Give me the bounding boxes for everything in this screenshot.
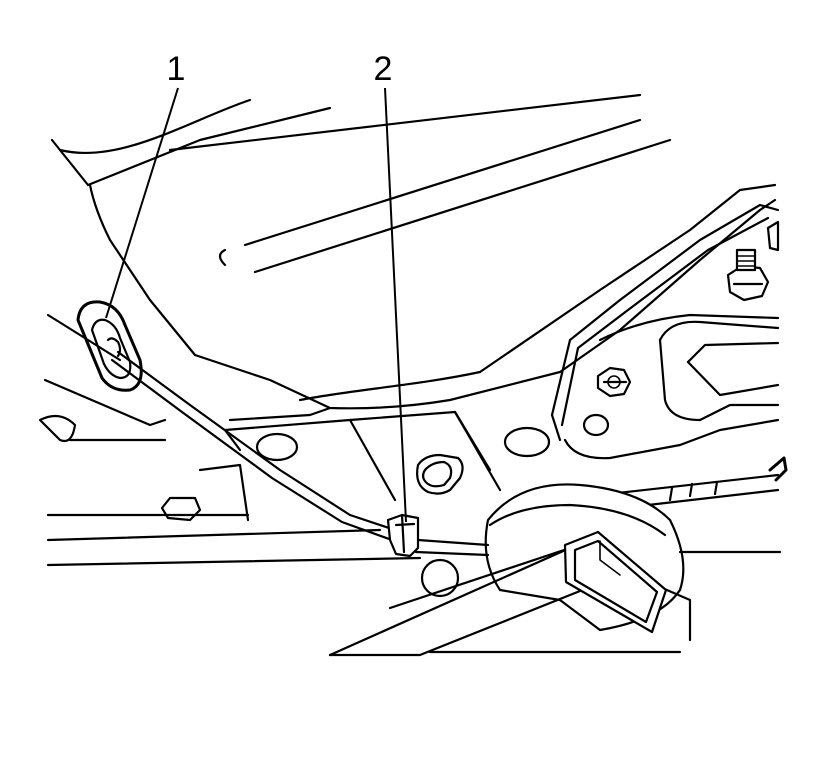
frame-crossmember <box>550 203 780 460</box>
square-tube-end <box>563 530 668 634</box>
leader-line-1 <box>105 87 179 319</box>
bolt-lower <box>596 366 632 398</box>
lower-floor <box>38 313 788 598</box>
bolt-far-right <box>766 220 780 252</box>
callout-label-2: 2 <box>374 50 393 88</box>
callout-label-1: 1 <box>167 50 186 88</box>
spare-tire-hoist <box>328 483 782 657</box>
bolt-upper <box>726 248 770 302</box>
underbody-panel <box>50 93 777 422</box>
callout-1: 1 <box>105 50 186 319</box>
callout-2: 2 <box>374 50 407 523</box>
cable-clip <box>386 513 420 558</box>
floor-slot <box>416 453 464 495</box>
leader-line-2 <box>384 87 407 523</box>
grommet <box>76 300 143 392</box>
cable-assembly <box>76 300 490 558</box>
